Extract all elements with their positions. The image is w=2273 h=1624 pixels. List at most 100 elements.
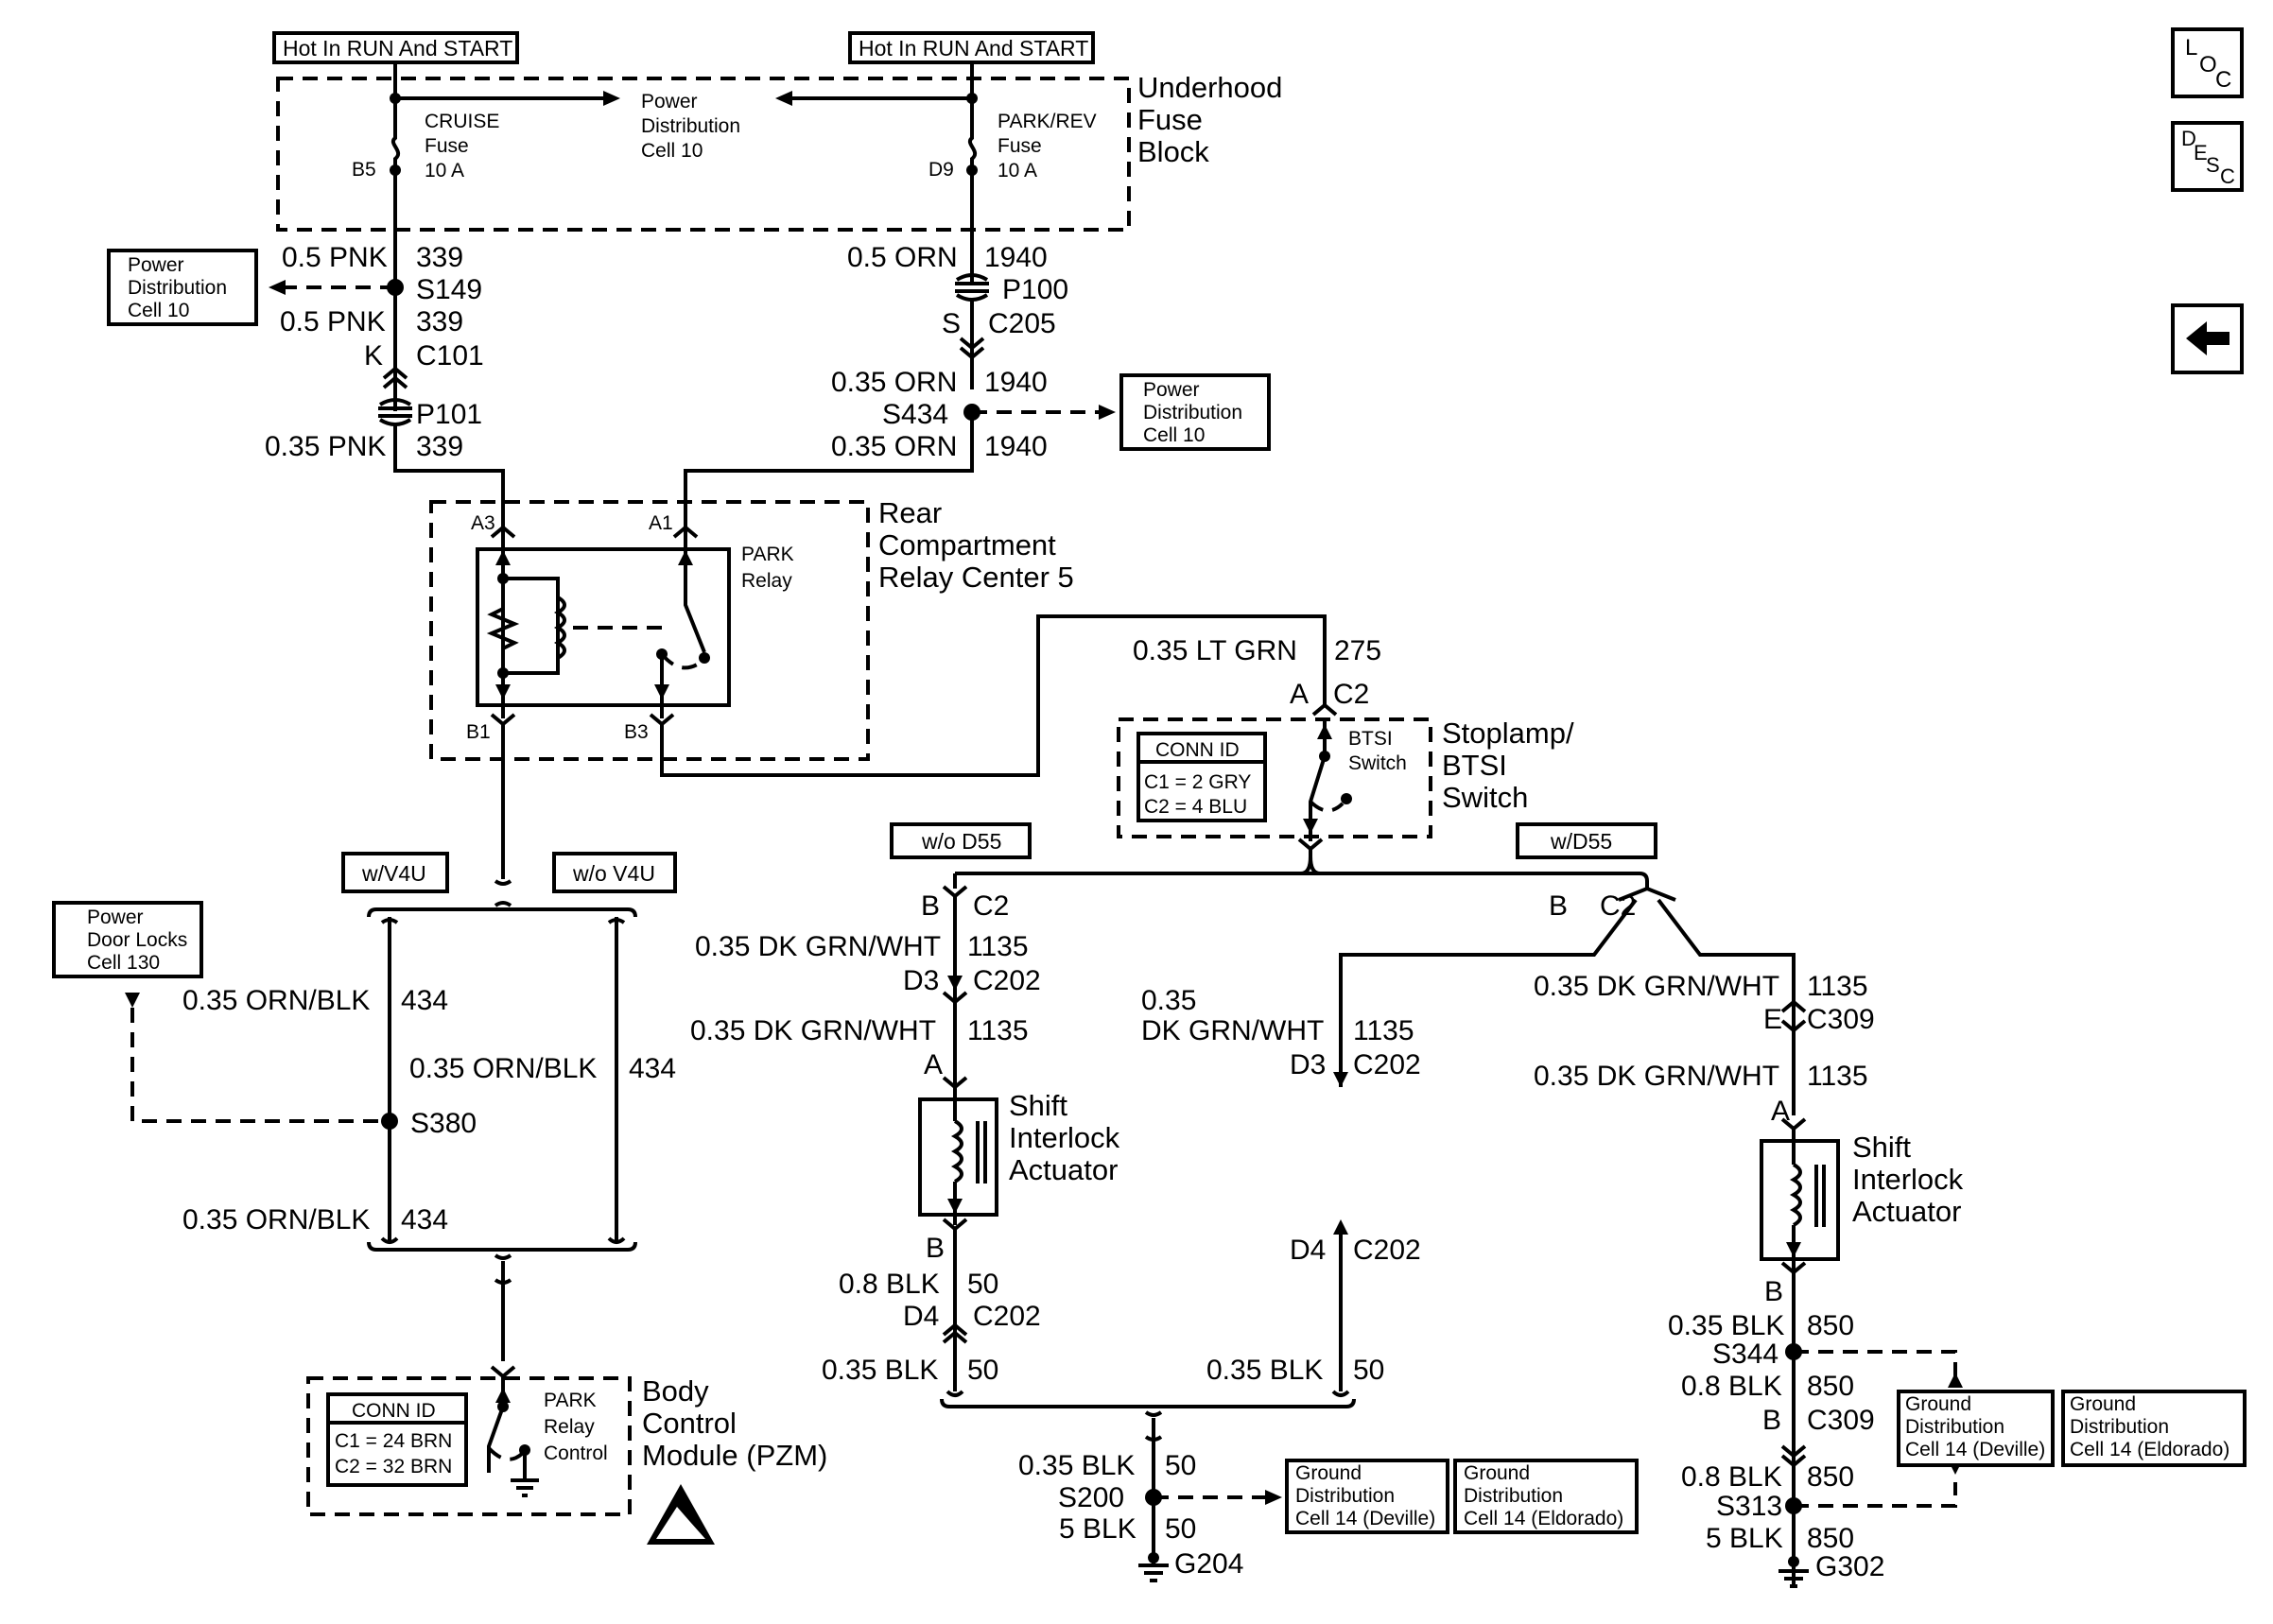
right-actuator-2: Interlock — [1852, 1163, 1964, 1196]
underhood-title-2: Fuse — [1137, 103, 1203, 136]
stoplamp-pin: A — [1290, 679, 1309, 710]
mid-act-pin: A — [924, 1049, 943, 1080]
stoplamp-wire-circuit: 275 — [1334, 635, 1381, 666]
left-ref-3: Cell 10 — [128, 300, 189, 321]
arrow-up-icon — [495, 550, 511, 565]
s434-label: S434 — [882, 399, 948, 430]
power-dist-label-2: Distribution — [641, 115, 740, 137]
desc-letter-s: S — [2206, 153, 2220, 177]
relay-center-title-3: Relay Center 5 — [878, 561, 1074, 594]
stoplamp-title-2: BTSI — [1442, 749, 1507, 782]
arrow-left-icon — [2186, 321, 2230, 355]
mid-w3-gauge: 0.8 BLK — [839, 1269, 940, 1300]
right-c309: C309 — [1807, 1004, 1875, 1035]
bcm-title-1: Body — [642, 1374, 709, 1408]
option-wod55-box — [890, 822, 1032, 859]
s313-dashed — [1794, 1482, 1957, 1508]
arrow-up-icon — [495, 1388, 511, 1403]
bcm-title-2: Control — [642, 1407, 737, 1440]
bcm-outline — [306, 1376, 632, 1516]
relay-center-title-1: Rear — [878, 496, 942, 529]
right-actuator-core-icon — [1814, 1165, 1826, 1227]
ground-mid-deville-box — [1285, 1459, 1449, 1534]
arrow-down-icon — [1303, 819, 1318, 834]
s380-dashed — [130, 1008, 380, 1123]
supply-label-left: Hot In RUN And START — [283, 36, 512, 60]
underhood-title-3: Block — [1137, 135, 1209, 168]
option-wv4u: w/V4U — [361, 861, 426, 886]
center-w1-gauge-a: 0.35 — [1141, 985, 1196, 1016]
desc-button-box[interactable] — [2171, 121, 2244, 192]
bcm-conn-id-title: CONN ID — [352, 1400, 436, 1422]
mid-w1-gauge: 0.35 DK GRN/WHT — [695, 931, 941, 962]
a1-connector-icon — [672, 525, 699, 539]
v4u-bus-bottom-branch — [494, 1253, 512, 1260]
loc-letter-l: L — [2185, 35, 2197, 60]
v4u-bus-top — [367, 907, 637, 918]
option-wd55-box — [1516, 822, 1657, 859]
bcm-switch-arc — [487, 1446, 524, 1461]
arrow-right-icon — [1265, 1490, 1282, 1505]
mid-actuator-3: Actuator — [1009, 1153, 1118, 1186]
ground-mid-w2-gauge: 5 BLK — [1059, 1513, 1136, 1545]
arrow-up-icon — [1948, 1373, 1963, 1388]
loc-letter-o: O — [2199, 52, 2217, 78]
btsi-switch-node — [1319, 751, 1330, 762]
right-w5-gauge: 0.8 BLK — [1681, 1461, 1782, 1493]
mid-act-b: B — [926, 1233, 945, 1264]
stoplamp-title-3: Switch — [1442, 781, 1528, 814]
right-eldorado-2: Distribution — [2070, 1416, 2169, 1438]
mid-actuator-2: Interlock — [1009, 1121, 1120, 1154]
park-fuse-label-1: PARK/REV — [998, 111, 1097, 132]
relay-coil-icon — [553, 596, 566, 660]
arrow-down-icon — [1786, 1242, 1801, 1257]
mid-d4-conn: C202 — [973, 1301, 1041, 1332]
mid-w2-circuit: 1135 — [967, 1015, 1029, 1046]
mid-w2-gauge: 0.35 DK GRN/WHT — [690, 1015, 936, 1046]
g204-node — [1148, 1552, 1159, 1564]
c101-connector-icon-2 — [382, 375, 408, 389]
s200-label: S200 — [1058, 1482, 1124, 1513]
btsi-label-1: BTSI — [1348, 728, 1393, 750]
center-w1-circuit: 1135 — [1353, 1015, 1414, 1046]
cruise-fuse-label-3: 10 A — [425, 160, 464, 181]
p101-label: P101 — [416, 399, 482, 430]
right-eldorado-3: Cell 14 (Eldorado) — [2070, 1439, 2230, 1460]
g302-node — [1788, 1556, 1799, 1567]
arrow-left-icon — [775, 91, 792, 106]
s380-splice-node — [381, 1113, 398, 1130]
c101-connector-icon — [382, 366, 408, 380]
c101-pin: K — [364, 340, 383, 371]
desc-button[interactable]: D E S C — [2171, 121, 2244, 192]
mid-c202: C202 — [973, 965, 1041, 996]
center-d3-pin: D3 — [1290, 1049, 1326, 1080]
right-actuator-1: Shift — [1852, 1131, 1911, 1164]
park-relay-label-2: Relay — [741, 570, 792, 592]
left-w2-circuit: 339 — [416, 306, 463, 337]
park-pin: D9 — [928, 159, 954, 181]
right-c309-connector-icon — [1780, 999, 1807, 1033]
right-c309-pin: E — [1763, 1004, 1782, 1035]
arrow-up-icon — [678, 550, 693, 565]
arrow-down-icon — [654, 684, 669, 700]
back-button[interactable] — [2171, 303, 2244, 374]
mid-actuator-1: Shift — [1009, 1089, 1067, 1122]
right-actuator-box — [1760, 1139, 1840, 1261]
right-w3-gauge: 0.35 ORN — [831, 431, 957, 462]
b1-break-icon — [494, 879, 512, 886]
right-act-pin: A — [1771, 1096, 1790, 1127]
right-w6-gauge: 5 BLK — [1706, 1523, 1783, 1554]
c205-connector-icon-2 — [959, 346, 985, 360]
mid-c202-connector-icon — [942, 991, 968, 1005]
relay-arc — [660, 652, 703, 670]
loc-button-box[interactable] — [2171, 27, 2244, 98]
ground-mid-eldorado-2: Distribution — [1464, 1485, 1563, 1507]
left-ref-2: Distribution — [128, 277, 227, 299]
bcm-control-3: Control — [544, 1443, 608, 1464]
right-c2-connector-icon — [1618, 886, 1676, 902]
arrow-up-icon — [1333, 1219, 1348, 1235]
mid-w4-circuit: 50 — [967, 1355, 998, 1386]
loc-button[interactable]: L O C — [2171, 27, 2244, 98]
left-ref-1: Power — [128, 254, 184, 276]
arrow-left-icon — [269, 280, 286, 295]
